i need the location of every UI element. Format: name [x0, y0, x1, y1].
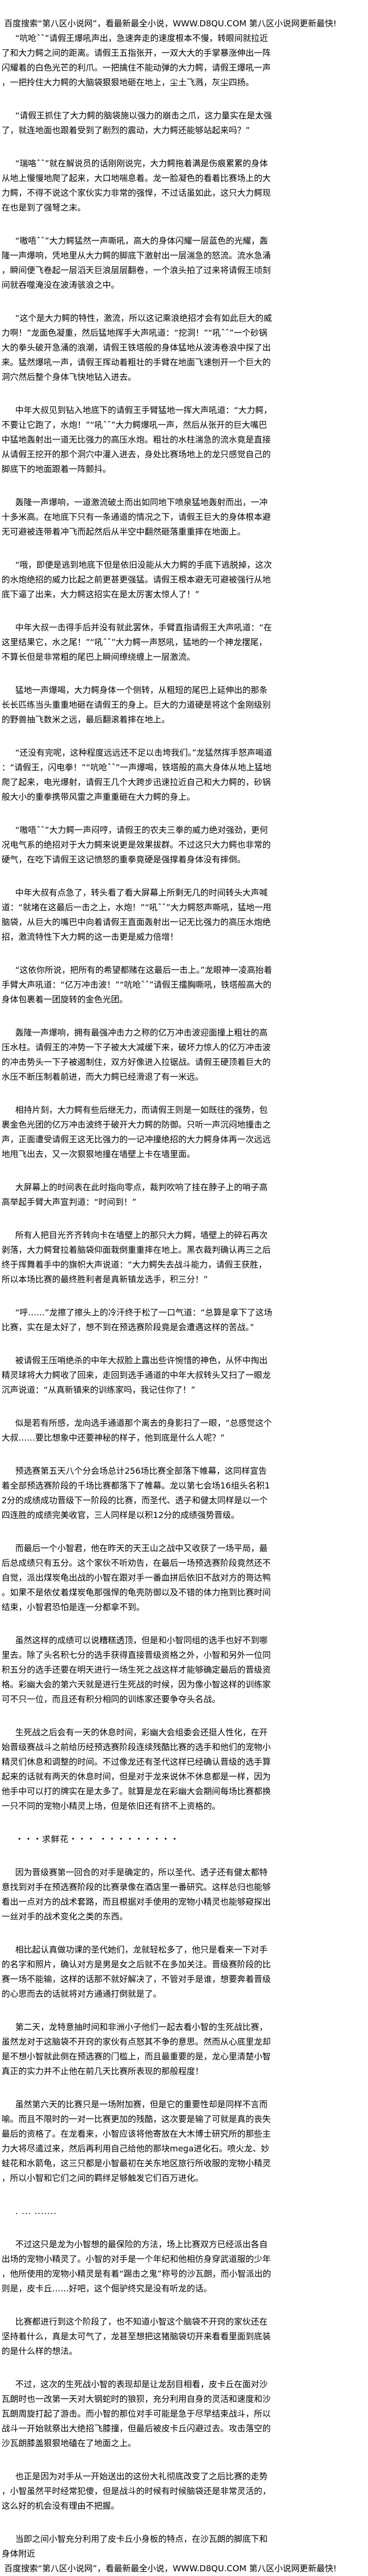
paragraph: 预选赛第五天八个分会场总计256场比赛全部落下帷幕，这同样宣告着全部预选赛阶段的…: [2, 1466, 270, 1520]
paragraph: “哦，即便是逃到地底下但是依旧没能从大力鳄的手底下逃脱掉，这次的水炮绝招的威力比…: [2, 560, 272, 599]
paragraph: “呼……”龙擦了擦头上的冷汗终于松了一口气道：“总算是拿下了这场比赛，实在是太好…: [2, 1307, 272, 1332]
paragraph: 虽然这样的成绩可以说糟糕透顶，但是和小智同组的选手也好不到哪里去。除了头名积七分…: [2, 1635, 271, 1704]
paragraph: 所有人把目光齐齐转向卡在墙壁上的那只大力鳄，墙壁上的碎石再次剥落，大力鳄耷拉着脑…: [2, 1230, 271, 1284]
paragraph: 中年大叔有点急了，转头看了看大屏幕上所剩无几的时间转头大声喊道：“就堵在这最后一…: [2, 888, 272, 942]
site-banner-top: 百度搜索“第八区小说网”，看最新最全小说，WWW.D8QU.COM 第八区小说网…: [4, 18, 337, 28]
paragraph: 中年大叔一击得手后并没有就此罢休，手臂直指请假王大声吼道：“在这里结果它，水之尾…: [2, 622, 272, 662]
paragraph: 大屏幕上的时间表在此时指向零点，裁判吹响了挂在脖子上的哨子高高举起手臂大声宣判道…: [2, 1182, 268, 1207]
paragraph: “瑞咯ˆˆ”就在解说员的话刚刚说完，大力鳄拖着满是伤痕累累的身体从地上慢慢地爬了…: [2, 158, 271, 213]
paragraph: 生死战之后会有一天的休息时间，彩幽大会组委会还挺人性化，在开始晋级赛战斗之前给历…: [2, 1727, 271, 1811]
paragraph: 相持片刻，大力鳄有些后继无力，而请假王则是一如既往的强势，包裹金色光团的亿万冲击…: [2, 1105, 271, 1159]
paragraph: “请假王抓住了大力鳄的脑袋施以强力的崩击之爪，这力量实在是太强了，就连地面也跟着…: [2, 110, 272, 135]
chapter-page: 百度搜索“第八区小说网”，看最新最全小说，WWW.D8QU.COM 第八区小说网…: [2, 16, 337, 2576]
paragraph: “嗷唔ˆˆ”大力鳄猛然一声嘶吼，高大的身体闪耀一层蓝色的光耀，轰隆一声爆响，凭地…: [2, 236, 271, 290]
paragraph: 比赛都进行到这个阶段了，也不知道小智这个脑袋不开窍的家伙还在坚持着什么，真是太可…: [2, 2317, 271, 2356]
paragraph: 而最后一个小智君，他在昨天的天王山之战中又收获了一场平局，最后总成绩只有五分。这…: [2, 1543, 271, 1612]
paragraph: 似是若有所感，龙向选手通道那个离去的身影扫了一眼，“总感觉这个大叔……要比想象中…: [2, 1418, 272, 1443]
paragraph: “这依你所说，把所有的希望都赌在这最后一击上。”龙眼神一凌高抬着手臂大声吼道：“…: [2, 965, 272, 1004]
site-banner-bottom: 百度搜索“第八区小说网”，看最新最全小说，WWW.D8QU.COM 第八区小说网…: [4, 2563, 337, 2573]
chapter-body: “吭呛ˆˆ”请假王爆吼声出，急速奔走的速度根本不慢，转眼间就拉近了和大力鳄之间的…: [2, 31, 273, 2561]
paragraph: 虽然第六天的比赛只是一场附加赛，但是它的重要性却是同样不言而喻。而且不限时的一对…: [2, 2099, 271, 2183]
paragraph: 轰隆一声爆响，一道激流破土而出如同地下喷泉猛地轰射而出，一冲十多米高。在地底下只…: [2, 497, 271, 537]
paragraph: “吭呛ˆˆ”请假王爆吼声出，急速奔走的速度根本不慢，转眼间就拉近了和大力鳄之间的…: [2, 33, 271, 87]
paragraph: 轰隆一声爆响，拥有最强冲击力之称的亿万冲击波迎面撞上粗壮的高压水柱。请假王的冲势…: [2, 1028, 271, 1082]
separator-dots: . ... .......: [15, 2206, 57, 2216]
paragraph: 不过，这次的生死战小智的表现却是让龙刮目相看，皮卡丘在面对沙瓦朗时也一改第一天对…: [2, 2379, 271, 2448]
paragraph: 也正是因为对手从一开始送出的这份大礼彻底改变了之后比赛的走势，小智虽然平时经常犯…: [2, 2471, 271, 2511]
paragraph: “还没有完呢，这种程度远远还不足以击垮我们。”龙猛然挥手怒声喝道：“请假王，闪电…: [2, 748, 272, 802]
paragraph: 因为晋级赛第一回合的对手是确定的，所以圣代、透子还有健太都特意找到对手在预选赛阶…: [2, 1867, 271, 1921]
paragraph: 被请假王压哨绝杀的中年大叔脸上露出些许惋惜的神色，从怀中掏出精灵球将大力鳄收了回…: [2, 1355, 271, 1395]
paragraph: 相比起认真做功课的圣代她们，龙就轻松多了，他只是看来一下对手的名字和照片，确认对…: [2, 1945, 271, 1999]
paragraph: “这个是大力鳄的特性，激流，所以这记乘浪绝招才会有如此巨大的威力啊！”龙面色凝重…: [2, 313, 272, 382]
paragraph: 不过这只是龙为小智想的最保险的方法，场上比赛双方已经派出各自出场的宠物小精灵了。…: [2, 2239, 271, 2293]
paragraph: “嗷唔ˆˆ”大力鳄一声闷哼，请假王的农夫三拳的威力绝对强劲，更何况电气系的绝招对…: [2, 825, 271, 864]
paragraph: 第二天，龙特意抽时间和非洲小子他们一起去看小智的生死战比赛，虽然龙对于这脑袋不开…: [2, 2022, 271, 2076]
paragraph: 猛地一声爆喝，大力鳄身体一个侧转，从粗短的尾巴上延伸出的那条长长匹练当头重重地砸…: [2, 685, 271, 724]
paragraph: 当即之间小智充分利用了皮卡丘小身板的特点，在沙瓦朗的脚底下和身体附近: [2, 2534, 268, 2559]
paragraph: 中年大叔见到钻入地底下的请假王手臂猛地一挥大声吼道：“大力鳄，不要让它跑了，水炮…: [2, 405, 272, 474]
separator-flower-request: ・・・求鲜花・・・ ・・・・・・・・・: [15, 1834, 180, 1844]
